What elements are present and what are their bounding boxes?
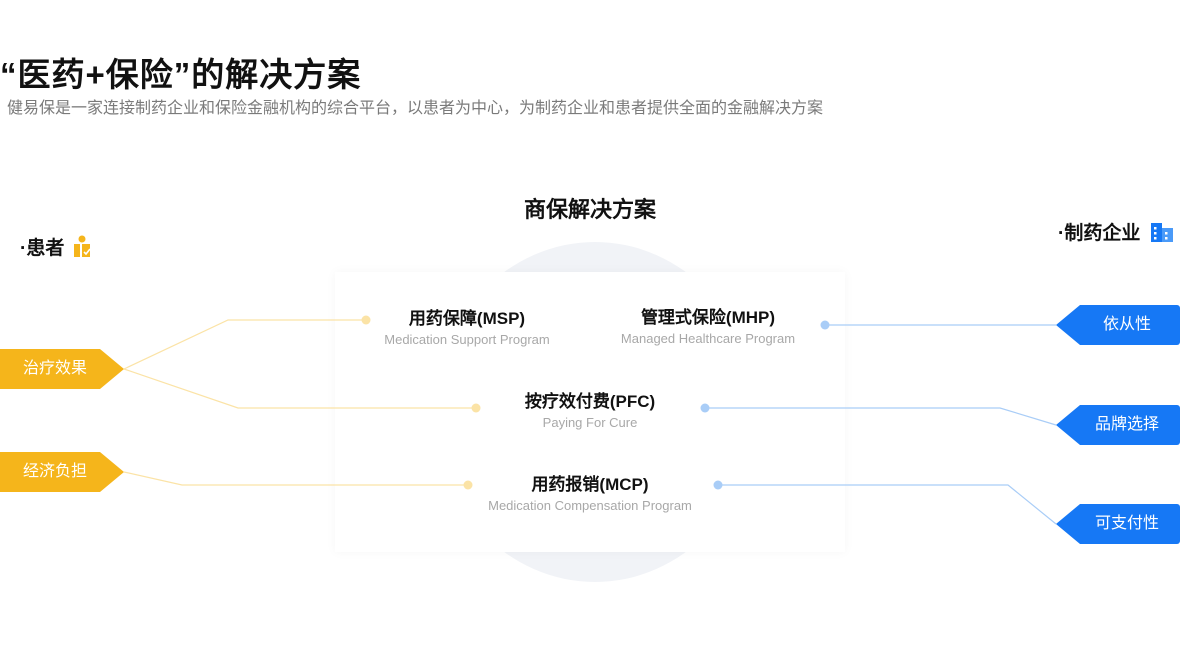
solution-name: 按疗效付费(PFC)	[524, 392, 656, 411]
solution-name: 用药报销(MCP)	[531, 475, 649, 494]
solution-pfc: 按疗效付费(PFC) Paying For Cure	[525, 391, 655, 432]
diagram-title: 商保解决方案	[523, 197, 656, 222]
patient-icon	[72, 235, 92, 259]
connector-burden-mcp	[123, 471, 468, 486]
enterprise-tag-affordability: 可支付性	[1056, 504, 1180, 544]
solution-english-name: Medication Compensation Program	[488, 498, 692, 513]
connector-efficacy-pfc	[123, 368, 476, 409]
solution-name: 用药保障(MSP)	[408, 309, 526, 328]
solutions-card	[335, 272, 845, 552]
connector-efficacy-msp	[123, 319, 366, 370]
solution-english-name: Medication Support Program	[384, 332, 550, 347]
solution-english-name: Managed Healthcare Program	[620, 331, 796, 346]
node-dot-pfc-right	[700, 403, 710, 413]
connector-affordability-mcp	[718, 484, 1057, 525]
page-title: “医药+保险”的解决方案	[0, 56, 362, 93]
solution-mhp: 管理式保险(MHP) Managed Healthcare Program	[621, 307, 795, 348]
solution-msp: 用药保障(MSP) Medication Support Program	[384, 308, 549, 349]
patient-group: ·患者	[20, 233, 92, 260]
connector-brand-pfc	[705, 407, 1057, 426]
building-icon	[1150, 221, 1174, 243]
page-subtitle: 健易保是一家连接制药企业和保险金融机构的综合平台，以患者为中心，为制药企业和患者…	[7, 100, 824, 117]
node-dot-mhp	[820, 320, 830, 330]
node-dot-mcp-left	[463, 480, 473, 490]
node-dot-pfc-left	[471, 403, 481, 413]
solution-mcp: 用药报销(MCP) Medication Compensation Progra…	[488, 474, 692, 515]
node-dot-mcp-right	[713, 480, 723, 490]
solution-name: 管理式保险(MHP)	[640, 308, 776, 327]
patient-tag-efficacy: 治疗效果	[0, 349, 124, 389]
patient-group-label: ·患者	[20, 238, 65, 259]
enterprise-tag-compliance: 依从性	[1056, 305, 1180, 345]
solution-english-name: Paying For Cure	[542, 415, 638, 430]
enterprise-group-label: ·制药企业	[1058, 223, 1141, 244]
enterprise-tag-brand: 品牌选择	[1056, 405, 1180, 445]
node-dot-msp	[361, 315, 371, 325]
enterprise-group: ·制药企业	[1058, 218, 1174, 245]
patient-tag-burden: 经济负担	[0, 452, 124, 492]
